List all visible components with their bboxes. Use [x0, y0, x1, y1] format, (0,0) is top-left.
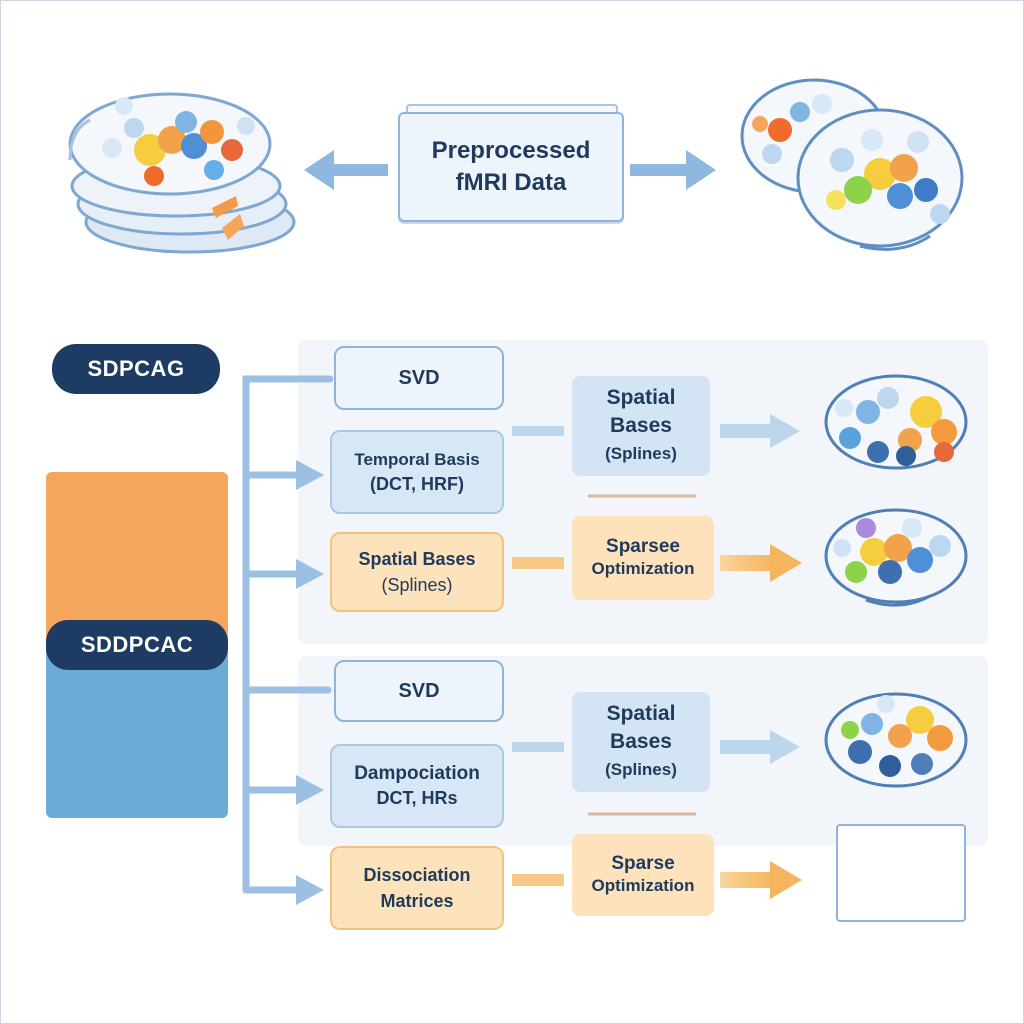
connector-tree [242, 375, 334, 894]
dampociation-line1: Dampociation [354, 763, 480, 784]
timeseries-chart-frame [836, 824, 966, 922]
brain-output-1 [824, 374, 968, 470]
link-dissoc-sparse [512, 874, 564, 886]
temporal-basis-node[interactable]: Temporal Basis (DCT, HRF) [330, 430, 504, 514]
link-spatialbases-sparse [512, 557, 564, 569]
link-dampo-spatial [512, 742, 564, 752]
svd-node-2-label: SVD [398, 679, 440, 702]
preprocessed-fmri-label: Preprocessed fMRI Data [431, 137, 591, 196]
dampociation-node[interactable]: Dampociation DCT, HRs [330, 744, 504, 828]
spatial-bases-1-line2: Bases [610, 414, 672, 437]
label-sdpcag[interactable]: SDPCAG [52, 344, 220, 394]
sparse-optimization-node-1[interactable]: Sparsee Optimization [572, 516, 714, 600]
sidebar-orange-block [46, 472, 228, 644]
arrow-sparse-chart [720, 861, 802, 899]
spatial-bases-node-2[interactable]: Spatial Bases (Splines) [572, 692, 710, 792]
dissociation-line2: Matrices [380, 891, 454, 911]
temporal-basis-line1: Temporal Basis [354, 450, 480, 469]
brain-output-3 [824, 692, 968, 788]
arrow-sparse-brain-1 [720, 544, 802, 582]
sparse-optimization-node-2[interactable]: Sparse Optimization [572, 834, 714, 916]
spatial-bases-2-line3: (Splines) [605, 760, 677, 779]
spatial-bases-input-node[interactable]: Spatial Bases (Splines) [330, 532, 504, 612]
arrow-left-top [304, 150, 388, 190]
spatial-bases-input-line1: Spatial Bases [358, 549, 476, 569]
brain-output-2 [824, 508, 968, 607]
link-temporal-spatial [512, 426, 564, 436]
dissociation-line1: Dissociation [363, 865, 471, 885]
connector-arrowheads [296, 460, 324, 905]
spatial-bases-1-line1: Spatial [606, 386, 676, 409]
sidebar-blue-block [46, 644, 228, 818]
arrow-spatial-brain-1 [720, 414, 800, 448]
temporal-basis-line2: (DCT, HRF) [370, 474, 464, 494]
spatial-bases-1-line3: (Splines) [605, 444, 677, 463]
sparse-opt-2-line2: Optimization [591, 876, 695, 895]
sparse-opt-1-line1: Sparsee [606, 536, 680, 557]
svd-node-1-label: SVD [398, 366, 440, 389]
spatial-bases-input-line2: (Splines) [381, 575, 453, 595]
spatial-bases-2-line1: Spatial [606, 702, 676, 725]
dampociation-line2: DCT, HRs [376, 788, 458, 808]
brain-slice-stack-illustration [68, 92, 296, 254]
svd-node-2[interactable]: SVD [334, 660, 504, 722]
brain-pair-illustration [740, 78, 964, 251]
arrow-right-top [630, 150, 716, 190]
label-sddpcac[interactable]: SDDPCAC [46, 620, 228, 670]
spatial-bases-node-1[interactable]: Spatial Bases (Splines) [572, 376, 710, 476]
arrow-spatial-brain-2 [720, 730, 800, 764]
sparse-opt-2-line1: Sparse [611, 853, 675, 874]
svd-node-1[interactable]: SVD [334, 346, 504, 410]
preprocessed-fmri-box[interactable]: Preprocessed fMRI Data [398, 112, 624, 222]
dissociation-matrices-node[interactable]: Dissociation Matrices [330, 846, 504, 930]
sparse-opt-1-line2: Optimization [591, 559, 695, 578]
spatial-bases-2-line2: Bases [610, 730, 672, 753]
